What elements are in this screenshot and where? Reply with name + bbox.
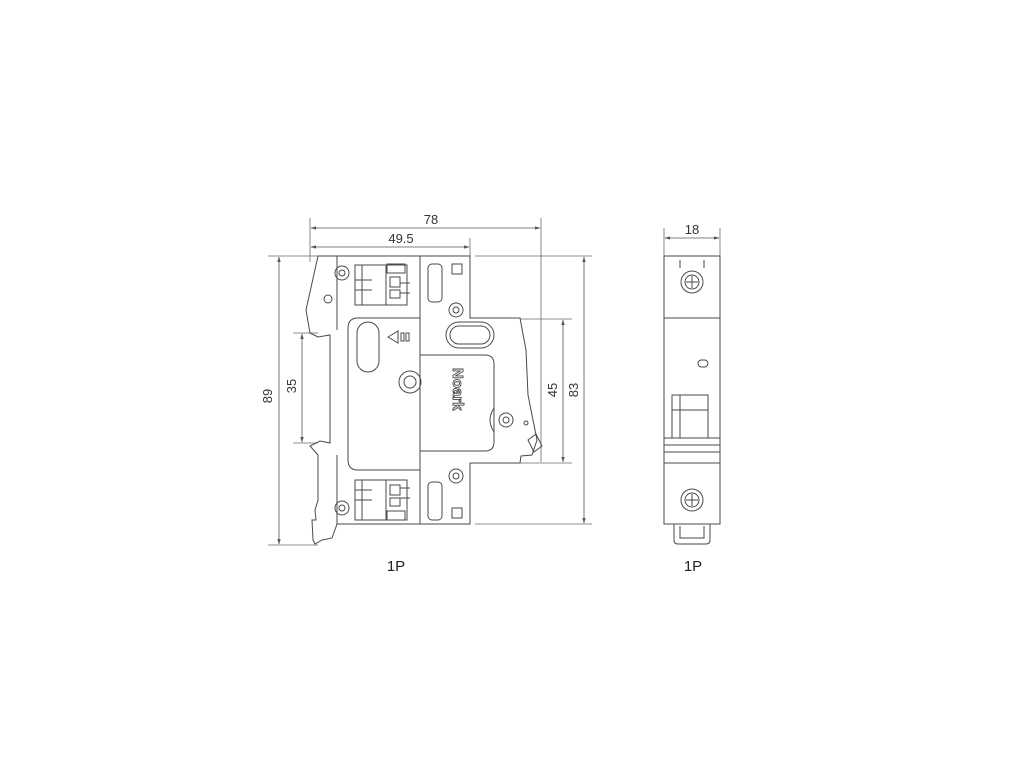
- indicator-icon: [697, 359, 709, 368]
- toggle-handle: [663, 394, 721, 453]
- dimension-78: 78: [309, 212, 542, 462]
- brand-logo: Noark: [449, 368, 466, 411]
- breaker-body-outline: [305, 255, 538, 545]
- dim-label-89: 89: [260, 389, 275, 403]
- dimension-45: 45: [520, 318, 572, 464]
- arrow-symbol-icon: [387, 330, 399, 344]
- dim-label-83: 83: [566, 383, 581, 397]
- oval-slot-left: [356, 321, 380, 373]
- side-bottom-screw-icon: [680, 488, 704, 512]
- din-clip: [673, 524, 711, 545]
- horizontal-slot: [445, 321, 495, 349]
- front-view: 78 49.5 89 35 45: [260, 212, 592, 575]
- inner-frame: [347, 317, 495, 471]
- screw-bottom-left-icon: [334, 500, 350, 516]
- screw-top-right-icon: [448, 302, 464, 318]
- bottom-terminal: [354, 479, 410, 521]
- dimension-83: 83: [475, 255, 592, 525]
- dimension-89: 89: [260, 255, 318, 546]
- side-top-screw-icon: [680, 270, 704, 294]
- top-terminal: [354, 263, 410, 306]
- dim-label-78: 78: [424, 212, 438, 227]
- side-body-outline: [663, 255, 721, 525]
- dimension-49-5: 49.5: [310, 231, 471, 258]
- side-view-caption: 1P: [684, 558, 702, 575]
- dimension-18: 18: [663, 222, 721, 258]
- side-view: 18 1P: [663, 222, 721, 575]
- screw-bottom-right-icon: [448, 468, 464, 484]
- dim-label-35: 35: [284, 379, 299, 393]
- dim-label-45: 45: [545, 383, 560, 397]
- screw-top-left-icon: [334, 265, 350, 281]
- dim-label-49-5: 49.5: [388, 231, 413, 246]
- front-view-caption: 1P: [387, 558, 405, 575]
- dimension-35: 35: [284, 332, 318, 444]
- dim-label-18: 18: [685, 222, 699, 237]
- handle-pivot-icon: [498, 412, 514, 428]
- center-rivet-icon: [398, 370, 422, 394]
